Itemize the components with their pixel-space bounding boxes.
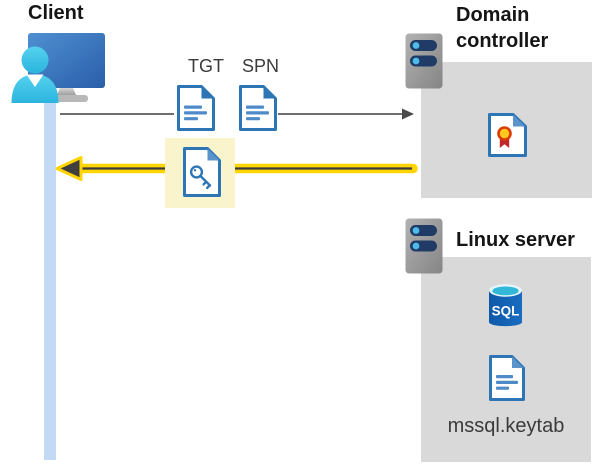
keytab-file-label: mssql.keytab: [447, 415, 565, 437]
certificate-icon: [488, 113, 527, 157]
monitor-icon: [28, 33, 105, 88]
client-lifeline: [44, 91, 56, 460]
sql-database-icon: SQL: [489, 284, 522, 327]
tgt-document-icon: [177, 85, 215, 131]
person-icon: [21, 46, 49, 74]
spn-document-icon: [239, 85, 277, 131]
client-user-workstation-icon: [11, 33, 105, 103]
sql-database-text: SQL: [492, 304, 520, 319]
linux-server-label: Linux server: [456, 229, 575, 251]
linux-server-icon: [405, 218, 443, 274]
request-arrow-icon: [60, 108, 414, 120]
domain-controller-server-icon: [405, 33, 443, 89]
response-arrow-icon: [55, 156, 418, 181]
key-icon: [189, 165, 212, 190]
spn-label: SPN: [242, 56, 280, 76]
key-ticket-document-icon: [183, 147, 221, 197]
client-label: Client: [28, 2, 84, 24]
keytab-document-icon: [489, 355, 525, 401]
tgt-label: TGT: [188, 56, 224, 76]
domain-controller-label: Domain controller: [456, 4, 549, 52]
